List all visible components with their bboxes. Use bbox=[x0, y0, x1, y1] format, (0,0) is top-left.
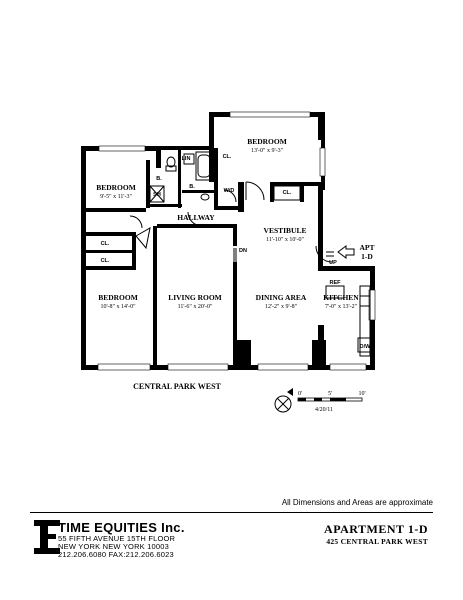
building-address: 425 CENTRAL PARK WEST bbox=[326, 537, 428, 546]
time-equities-logo-icon bbox=[34, 520, 60, 554]
fixtures bbox=[149, 151, 371, 357]
bath-label-left: B. bbox=[156, 176, 162, 182]
closet-label-top: CL. bbox=[223, 154, 232, 160]
scale-bar: 0' 5' 10' 4/20/11 bbox=[297, 391, 366, 413]
entry-arrow-icon bbox=[337, 245, 355, 259]
room-labels: BEDROOM 13'-0" x 9'-3" BEDROOM 9'-5" x 1… bbox=[96, 137, 359, 310]
room-dims-bedroom-top: 13'-0" x 9'-3" bbox=[251, 148, 284, 154]
company-phone: 212.206.6080 FAX:212.206.6023 bbox=[58, 550, 174, 559]
room-name-vestibule: VESTIBULE bbox=[264, 226, 307, 235]
closet-label-vestibule: CL. bbox=[283, 190, 292, 196]
apartment-block: APARTMENT 1-D 425 CENTRAL PARK WEST bbox=[324, 522, 428, 546]
room-dims-bedroom-bottom: 10'-8" x 14'-0" bbox=[100, 304, 136, 310]
room-dims-bedroom-left: 9'-5" x 11'-3" bbox=[100, 194, 132, 200]
fixture-labels: CL. CL. CL. CL. B. B. W/D SH LIN REF D/W… bbox=[101, 154, 372, 350]
company-address-line2: NEW YORK NEW YORK 10003 bbox=[58, 542, 170, 551]
bath-label-right: B. bbox=[189, 184, 195, 190]
plan-date: 4/20/11 bbox=[315, 407, 333, 413]
company-block: TIME EQUITIES Inc. 55 FIFTH AVENUE 15TH … bbox=[58, 520, 185, 559]
scale-label-five: 5' bbox=[328, 391, 332, 397]
entry-label-apt: APT bbox=[360, 243, 375, 252]
room-dims-kitchen: 7'-0" x 13'-2" bbox=[325, 304, 358, 310]
closet-label-left-1: CL. bbox=[101, 241, 110, 247]
refrigerator-label: REF bbox=[330, 280, 342, 286]
room-name-bedroom-bottom: BEDROOM bbox=[98, 293, 138, 302]
washer-dryer-label: W/D bbox=[224, 188, 235, 194]
entry-label-unit: 1-D bbox=[361, 252, 373, 261]
room-dims-vestibule: 11'-10" x 10'-0" bbox=[266, 237, 304, 243]
closet-label-left-2: CL. bbox=[101, 258, 110, 264]
scale-label-ten: 10' bbox=[358, 391, 365, 397]
windows bbox=[97, 111, 376, 371]
shower-label: SH bbox=[153, 192, 161, 198]
room-name-bedroom-left: BEDROOM bbox=[96, 183, 136, 192]
doors bbox=[129, 181, 333, 263]
room-name-kitchen: KITCHEN bbox=[323, 293, 359, 302]
footer-divider bbox=[30, 512, 433, 513]
room-name-living-room: LIVING ROOM bbox=[168, 293, 222, 302]
room-dims-dining-area: 12'-2" x 9'-8" bbox=[265, 304, 298, 310]
street-label: CENTRAL PARK WEST bbox=[133, 382, 221, 391]
scale-label-zero: 0' bbox=[298, 391, 302, 397]
room-name-dining-area: DINING AREA bbox=[256, 293, 307, 302]
disclaimer: All Dimensions and Areas are approximate bbox=[281, 498, 433, 507]
company-name: TIME EQUITIES Inc. bbox=[58, 520, 185, 535]
room-dims-living-room: 11'-6" x 20'-0" bbox=[178, 304, 213, 310]
company-address-line1: 55 FIFTH AVENUE 15TH FLOOR bbox=[58, 534, 176, 543]
dn-label: DN bbox=[239, 248, 247, 254]
linen-label: LIN bbox=[182, 156, 191, 162]
room-name-hallway: HALLWAY bbox=[177, 213, 215, 222]
compass-north-icon bbox=[274, 388, 293, 413]
up-label: UP bbox=[329, 260, 337, 266]
dishwasher-label: D/W bbox=[360, 344, 372, 350]
apartment-title: APARTMENT 1-D bbox=[324, 522, 428, 536]
room-name-bedroom-top: BEDROOM bbox=[247, 137, 287, 146]
